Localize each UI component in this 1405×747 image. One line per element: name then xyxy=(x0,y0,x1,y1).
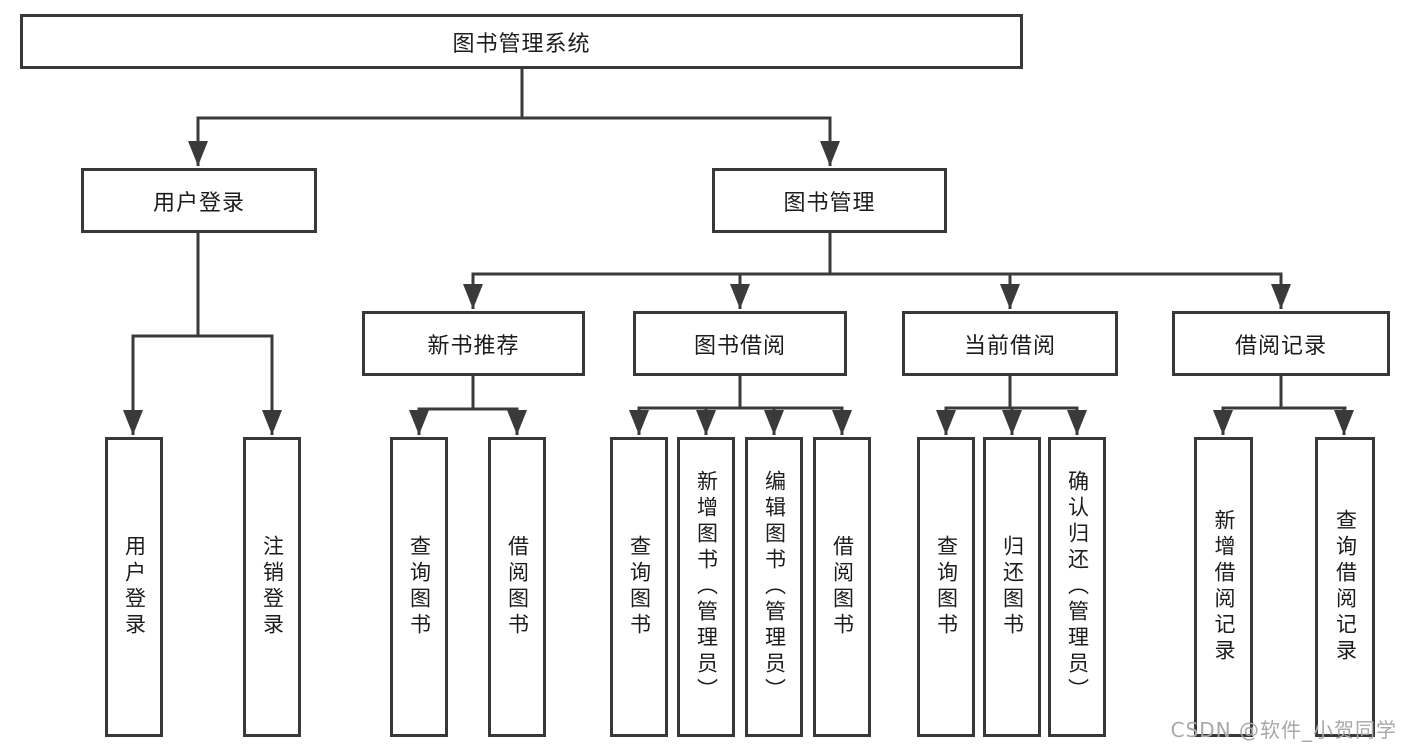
node-book-borrowing-label: 图书借阅 xyxy=(693,333,786,359)
leaf-query-books-2: 查询图书 xyxy=(610,437,668,737)
csdn-watermark: CSDN @软件_小贺同学 xyxy=(1170,718,1397,742)
leaf-edit-books-admin: 编辑图书（管理员） xyxy=(745,437,803,737)
leaf-confirm-return-admin: 确认归还（管理员） xyxy=(1048,437,1106,737)
leaf-query-books-2-label: 查询图书 xyxy=(627,535,652,639)
leaf-logout: 注销登录 xyxy=(243,437,301,737)
leaf-borrow-books-2-label: 借阅图书 xyxy=(830,535,855,639)
leaf-user-login: 用户登录 xyxy=(105,437,163,737)
leaf-query-books-1: 查询图书 xyxy=(390,437,448,737)
node-current-borrowing: 当前借阅 xyxy=(902,311,1118,376)
leaf-add-books-admin: 新增图书（管理员） xyxy=(677,437,735,737)
leaf-add-borrow-record-label: 新增借阅记录 xyxy=(1212,509,1236,665)
leaf-borrow-books-1: 借阅图书 xyxy=(488,437,546,737)
node-new-book-recommend: 新书推荐 xyxy=(362,311,585,376)
node-new-book-recommend-label: 新书推荐 xyxy=(427,333,520,359)
leaf-edit-books-admin-label: 编辑图书（管理员） xyxy=(762,470,787,704)
node-library-system-label: 图书管理系统 xyxy=(452,31,591,57)
node-user-login-branch: 用户登录 xyxy=(81,168,317,233)
node-current-borrowing-label: 当前借阅 xyxy=(963,333,1056,359)
node-borrowing-records-label: 借阅记录 xyxy=(1234,333,1327,359)
leaf-query-borrow-record: 查询借阅记录 xyxy=(1315,437,1375,737)
leaf-return-books: 归还图书 xyxy=(983,437,1041,737)
leaf-query-books-1-label: 查询图书 xyxy=(407,535,432,639)
node-book-management: 图书管理 xyxy=(712,168,947,233)
leaf-borrow-books-2: 借阅图书 xyxy=(813,437,871,737)
node-user-login-branch-label: 用户登录 xyxy=(152,190,245,216)
leaf-logout-label: 注销登录 xyxy=(260,535,285,639)
leaf-query-books-3: 查询图书 xyxy=(917,437,975,737)
node-book-management-label: 图书管理 xyxy=(783,190,876,216)
leaf-user-login-label: 用户登录 xyxy=(122,535,147,639)
node-book-borrowing: 图书借阅 xyxy=(633,311,847,376)
leaf-return-books-label: 归还图书 xyxy=(1000,535,1025,639)
leaf-query-borrow-record-label: 查询借阅记录 xyxy=(1333,509,1358,665)
connector-stems xyxy=(196,69,1283,409)
leaf-add-books-admin-label: 新增图书（管理员） xyxy=(694,470,719,704)
leaf-query-books-3-label: 查询图书 xyxy=(934,535,959,639)
leaf-confirm-return-admin-label: 确认归还（管理员） xyxy=(1065,470,1090,704)
node-library-system: 图书管理系统 xyxy=(20,14,1023,69)
connector-arrows xyxy=(123,118,1354,435)
leaf-add-borrow-record: 新增借阅记录 xyxy=(1194,437,1253,737)
leaf-borrow-books-1-label: 借阅图书 xyxy=(505,535,530,639)
node-borrowing-records: 借阅记录 xyxy=(1172,311,1390,376)
